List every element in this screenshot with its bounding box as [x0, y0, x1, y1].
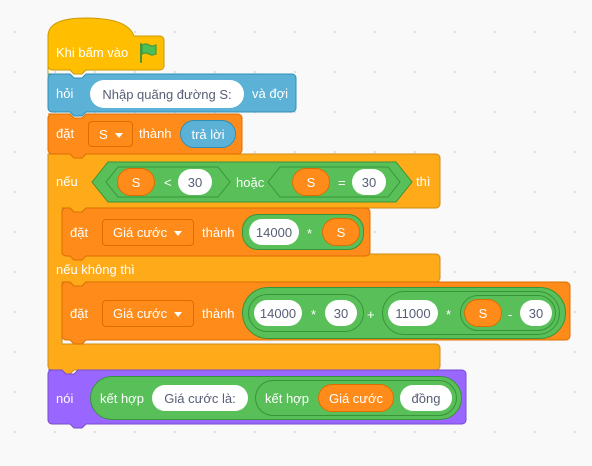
- set-to-label: thành: [139, 126, 172, 141]
- say-label: nói: [56, 391, 74, 406]
- number-input[interactable]: 14000: [249, 219, 299, 245]
- multiply-operator: *: [311, 307, 317, 322]
- set-label: đặt: [70, 225, 89, 240]
- minus-operator: -: [508, 307, 513, 322]
- equals-operator: =: [338, 175, 346, 190]
- set-label: đặt: [56, 126, 75, 141]
- variable-reporter-price[interactable]: Giá cước: [318, 384, 394, 412]
- compare-value-input[interactable]: 30: [352, 169, 386, 195]
- text-input[interactable]: đồng: [400, 385, 452, 411]
- chevron-down-icon: [174, 231, 183, 236]
- compare-value-input[interactable]: 30: [178, 169, 212, 195]
- else-label: nếu không thì: [56, 262, 135, 277]
- answer-reporter[interactable]: trả lời: [180, 120, 236, 148]
- ask-suffix: và đợi: [252, 86, 288, 101]
- say-block[interactable]: [0, 0, 592, 440]
- then-label: thì: [416, 174, 431, 189]
- chevron-down-icon: [174, 312, 183, 317]
- set-to-label: thành: [202, 225, 235, 240]
- multiply-operator: *: [446, 307, 452, 322]
- variable-s-label: S: [478, 305, 488, 321]
- chevron-down-icon: [114, 132, 123, 138]
- number-input[interactable]: 11000: [388, 300, 438, 326]
- variable-dropdown-value: Giá cước: [113, 225, 168, 240]
- number-input[interactable]: 14000: [254, 300, 302, 326]
- when-flag-clicked-block[interactable]: [0, 0, 592, 80]
- join-label: kết hợp: [100, 391, 144, 406]
- or-label: hoặc: [236, 175, 265, 190]
- less-than-operator: <: [164, 175, 172, 190]
- set-label: đặt: [70, 306, 89, 321]
- ask-question-input[interactable]: Nhập quãng đường S:: [90, 80, 244, 108]
- plus-operator: +: [367, 307, 375, 322]
- variable-reporter-s[interactable]: S: [292, 168, 330, 196]
- variable-reporter-s[interactable]: S: [322, 218, 360, 246]
- ask-label: hỏi: [56, 86, 74, 101]
- text-input[interactable]: Giá cước là:: [152, 385, 248, 411]
- if-label: nếu: [56, 174, 78, 189]
- variable-reporter-s[interactable]: S: [117, 168, 155, 196]
- answer-label: trả lời: [191, 126, 225, 142]
- variable-s-label: S: [306, 174, 316, 190]
- number-input[interactable]: 30: [325, 300, 357, 326]
- number-input[interactable]: 30: [520, 300, 552, 326]
- multiply-operator: *: [307, 226, 313, 241]
- variable-s-label: S: [131, 174, 141, 190]
- variable-s-label: S: [336, 224, 346, 240]
- green-flag-icon: [140, 43, 157, 63]
- hat-label: Khi bấm vào: [56, 45, 129, 60]
- variable-dropdown-price[interactable]: Giá cước: [102, 219, 194, 246]
- variable-dropdown-s[interactable]: S: [88, 121, 133, 147]
- set-to-label: thành: [202, 306, 235, 321]
- variable-dropdown-value: Giá cước: [113, 306, 168, 321]
- variable-dropdown-value: S: [99, 126, 108, 142]
- variable-reporter-s[interactable]: S: [464, 299, 502, 327]
- join-label: kết hợp: [265, 391, 309, 406]
- variable-price-label: Giá cước: [328, 390, 384, 406]
- variable-dropdown-price[interactable]: Giá cước: [102, 300, 194, 327]
